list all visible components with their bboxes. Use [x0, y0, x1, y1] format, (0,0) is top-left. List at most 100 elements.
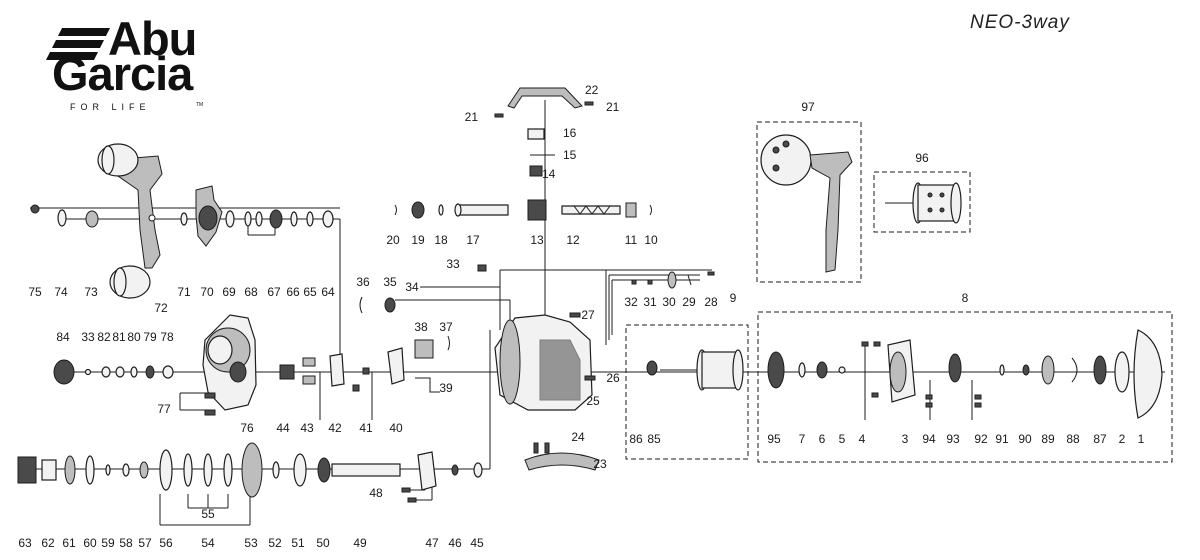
part-label: 17: [466, 233, 480, 247]
part-label: 60: [83, 536, 97, 550]
part-label: 8: [962, 291, 969, 305]
part-label: 14: [542, 167, 556, 181]
handle-assembly-part: [97, 143, 163, 299]
part-label: 43: [300, 421, 314, 435]
group-box-96: [873, 171, 971, 233]
part-label: 27: [581, 308, 595, 322]
part-label: 89: [1041, 432, 1055, 446]
group-box-8: [757, 311, 1173, 463]
part-label: 93: [946, 432, 960, 446]
thumb-bar-part: [524, 442, 600, 471]
part-label: 38: [414, 320, 428, 334]
spool-group-part: [646, 349, 744, 391]
logo-word-garcia: Garcia: [52, 47, 194, 100]
part-label: 3: [902, 432, 909, 446]
part-label: 70: [200, 285, 214, 299]
part-label: 4: [859, 432, 866, 446]
group-box-97: [756, 121, 862, 283]
part-label: 36: [356, 275, 370, 289]
part-label: 69: [222, 285, 236, 299]
part-label: 12: [566, 233, 580, 247]
part-label: 29: [682, 295, 696, 309]
part-label: 46: [448, 536, 462, 550]
part-label: 31: [643, 295, 657, 309]
part-label: 6: [819, 432, 826, 446]
reel-frame-part: [477, 264, 596, 411]
brand-logo: Abu Garcia FOR LIFE TM: [46, 12, 203, 112]
part-label: 55: [201, 507, 215, 521]
part-label: 33: [446, 257, 460, 271]
part-label: 10: [644, 233, 658, 247]
part-label: 7: [799, 432, 806, 446]
part-label: 16: [563, 126, 577, 140]
part-label: 50: [316, 536, 330, 550]
level-wind-parts: [394, 199, 652, 221]
part-label: 26: [606, 371, 620, 385]
star-drag-part: [195, 185, 223, 247]
model-name: NEO-3way: [970, 12, 1070, 33]
part-label: 35: [383, 275, 397, 289]
part-label: 66: [286, 285, 300, 299]
part-label: 20: [386, 233, 400, 247]
part-label: 77: [157, 402, 171, 416]
part-label: 84: [56, 330, 70, 344]
part-label: 71: [177, 285, 191, 299]
logo-trademark: TM: [196, 102, 203, 108]
part-label: 61: [62, 536, 76, 550]
part-label: 19: [411, 233, 425, 247]
top-right-small-parts: [631, 271, 715, 289]
part-label: 76: [240, 421, 254, 435]
part-label: 92: [974, 432, 988, 446]
part-label: 42: [328, 421, 342, 435]
part-label: 86: [629, 432, 643, 446]
part-label: 1: [1138, 432, 1145, 446]
part-label: 34: [405, 280, 419, 294]
left-cap-parts: [53, 359, 174, 385]
part-label: 80: [127, 330, 141, 344]
part-label: 45: [470, 536, 484, 550]
part-label: 2: [1119, 432, 1126, 446]
part-label: 30: [662, 295, 676, 309]
part-label: 85: [647, 432, 661, 446]
part-label: 90: [1018, 432, 1032, 446]
right-side-cover-parts: [767, 329, 1163, 419]
part-label: 95: [767, 432, 781, 446]
logo-stripes-icon: [46, 28, 110, 60]
part-label: 56: [159, 536, 173, 550]
part-label: 96: [915, 151, 929, 165]
part-label: 63: [18, 536, 32, 550]
top-left-washers: [30, 204, 334, 229]
part-label: 58: [119, 536, 133, 550]
part-label: 57: [138, 536, 152, 550]
part-label: 81: [112, 330, 126, 344]
part-label: 24: [571, 430, 585, 444]
part-label: 62: [41, 536, 55, 550]
part-label: 74: [54, 285, 68, 299]
part-label: 21: [606, 100, 620, 114]
part-label: 64: [321, 285, 335, 299]
part-label: 88: [1066, 432, 1080, 446]
part-label: 75: [28, 285, 42, 299]
part-label: 28: [704, 295, 718, 309]
part-label: 82: [97, 330, 111, 344]
part-label: 15: [563, 148, 577, 162]
part-label: 37: [439, 320, 453, 334]
part-label: 32: [624, 295, 638, 309]
alt-handle-part: [760, 134, 853, 273]
part-label: 48: [369, 486, 383, 500]
part-label: 78: [160, 330, 174, 344]
part-label: 9: [730, 291, 737, 305]
alt-spool-part: [885, 182, 962, 224]
part-labels: 1 2 3 4 5 6 7 8 9 10 11 12 13 14 15 16 1…: [18, 83, 1144, 550]
side-plate-part: [202, 314, 257, 411]
part-label: 91: [995, 432, 1009, 446]
part-label: 11: [625, 233, 638, 247]
part-label: 72: [154, 301, 168, 315]
part-label: 47: [425, 536, 439, 550]
logo-word-abu: Abu: [108, 12, 196, 65]
part-label: 68: [244, 285, 258, 299]
part-label: 87: [1093, 432, 1107, 446]
part-label: 18: [434, 233, 448, 247]
part-label: 22: [585, 83, 599, 97]
